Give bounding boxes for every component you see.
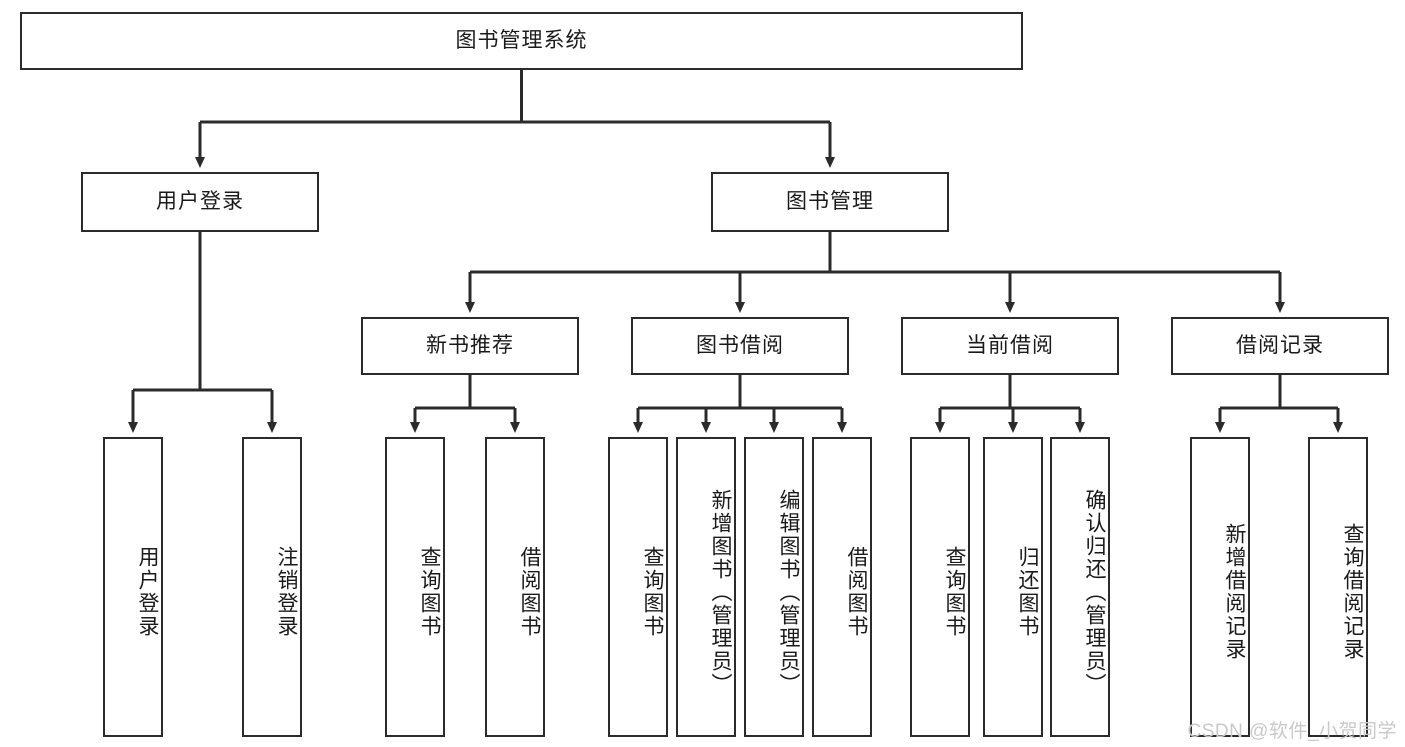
node-leaf-11[interactable]: 新增借阅记录	[1190, 437, 1250, 737]
node-label: 借阅图书	[845, 546, 868, 638]
node-leaf-9[interactable]: 归还图书	[983, 437, 1043, 737]
node-leaf-8[interactable]: 查询图书	[910, 437, 970, 737]
node-label: 确认归还（管理员）	[1083, 488, 1106, 696]
node-leaf-6[interactable]: 编辑图书（管理员）	[744, 437, 804, 737]
node-l2-1[interactable]: 图书管理	[711, 172, 949, 232]
node-label: 注销登录	[275, 546, 298, 638]
node-leaf-4[interactable]: 查询图书	[608, 437, 668, 737]
node-label: 借阅图书	[518, 546, 541, 638]
node-l3-2[interactable]: 当前借阅	[901, 317, 1119, 375]
node-l3-3[interactable]: 借阅记录	[1171, 317, 1389, 375]
node-leaf-1[interactable]: 注销登录	[242, 437, 302, 737]
node-label: 借阅记录	[1236, 334, 1324, 358]
node-leaf-3[interactable]: 借阅图书	[485, 437, 545, 737]
node-label: 当前借阅	[966, 334, 1054, 358]
node-label: 查询借阅记录	[1341, 523, 1364, 661]
node-label: 新增借阅记录	[1223, 523, 1246, 661]
node-leaf-0[interactable]: 用户登录	[103, 437, 163, 737]
node-leaf-5[interactable]: 新增图书（管理员）	[676, 437, 736, 737]
node-label: 图书借阅	[696, 334, 784, 358]
node-label: 用户登录	[156, 190, 244, 214]
node-l3-0[interactable]: 新书推荐	[361, 317, 579, 375]
csdn-watermark: CSDN @软件_小贺同学	[1187, 721, 1397, 742]
node-l2-0[interactable]: 用户登录	[81, 172, 319, 232]
node-label: 用户登录	[136, 546, 159, 638]
node-label: 编辑图书（管理员）	[777, 488, 800, 696]
node-leaf-2[interactable]: 查询图书	[385, 437, 445, 737]
node-label: 查询图书	[943, 546, 966, 638]
node-l3-1[interactable]: 图书借阅	[631, 317, 849, 375]
node-label: 新增图书（管理员）	[709, 488, 732, 696]
node-label: 查询图书	[418, 546, 441, 638]
node-leaf-7[interactable]: 借阅图书	[812, 437, 872, 737]
node-root-system[interactable]: 图书管理系统	[20, 12, 1023, 70]
node-label: 图书管理系统	[455, 29, 588, 53]
node-label: 查询图书	[641, 546, 664, 638]
node-label: 新书推荐	[426, 334, 514, 358]
node-label: 归还图书	[1016, 546, 1039, 638]
node-leaf-10[interactable]: 确认归还（管理员）	[1050, 437, 1110, 737]
node-leaf-12[interactable]: 查询借阅记录	[1308, 437, 1368, 737]
node-label: 图书管理	[786, 190, 874, 214]
